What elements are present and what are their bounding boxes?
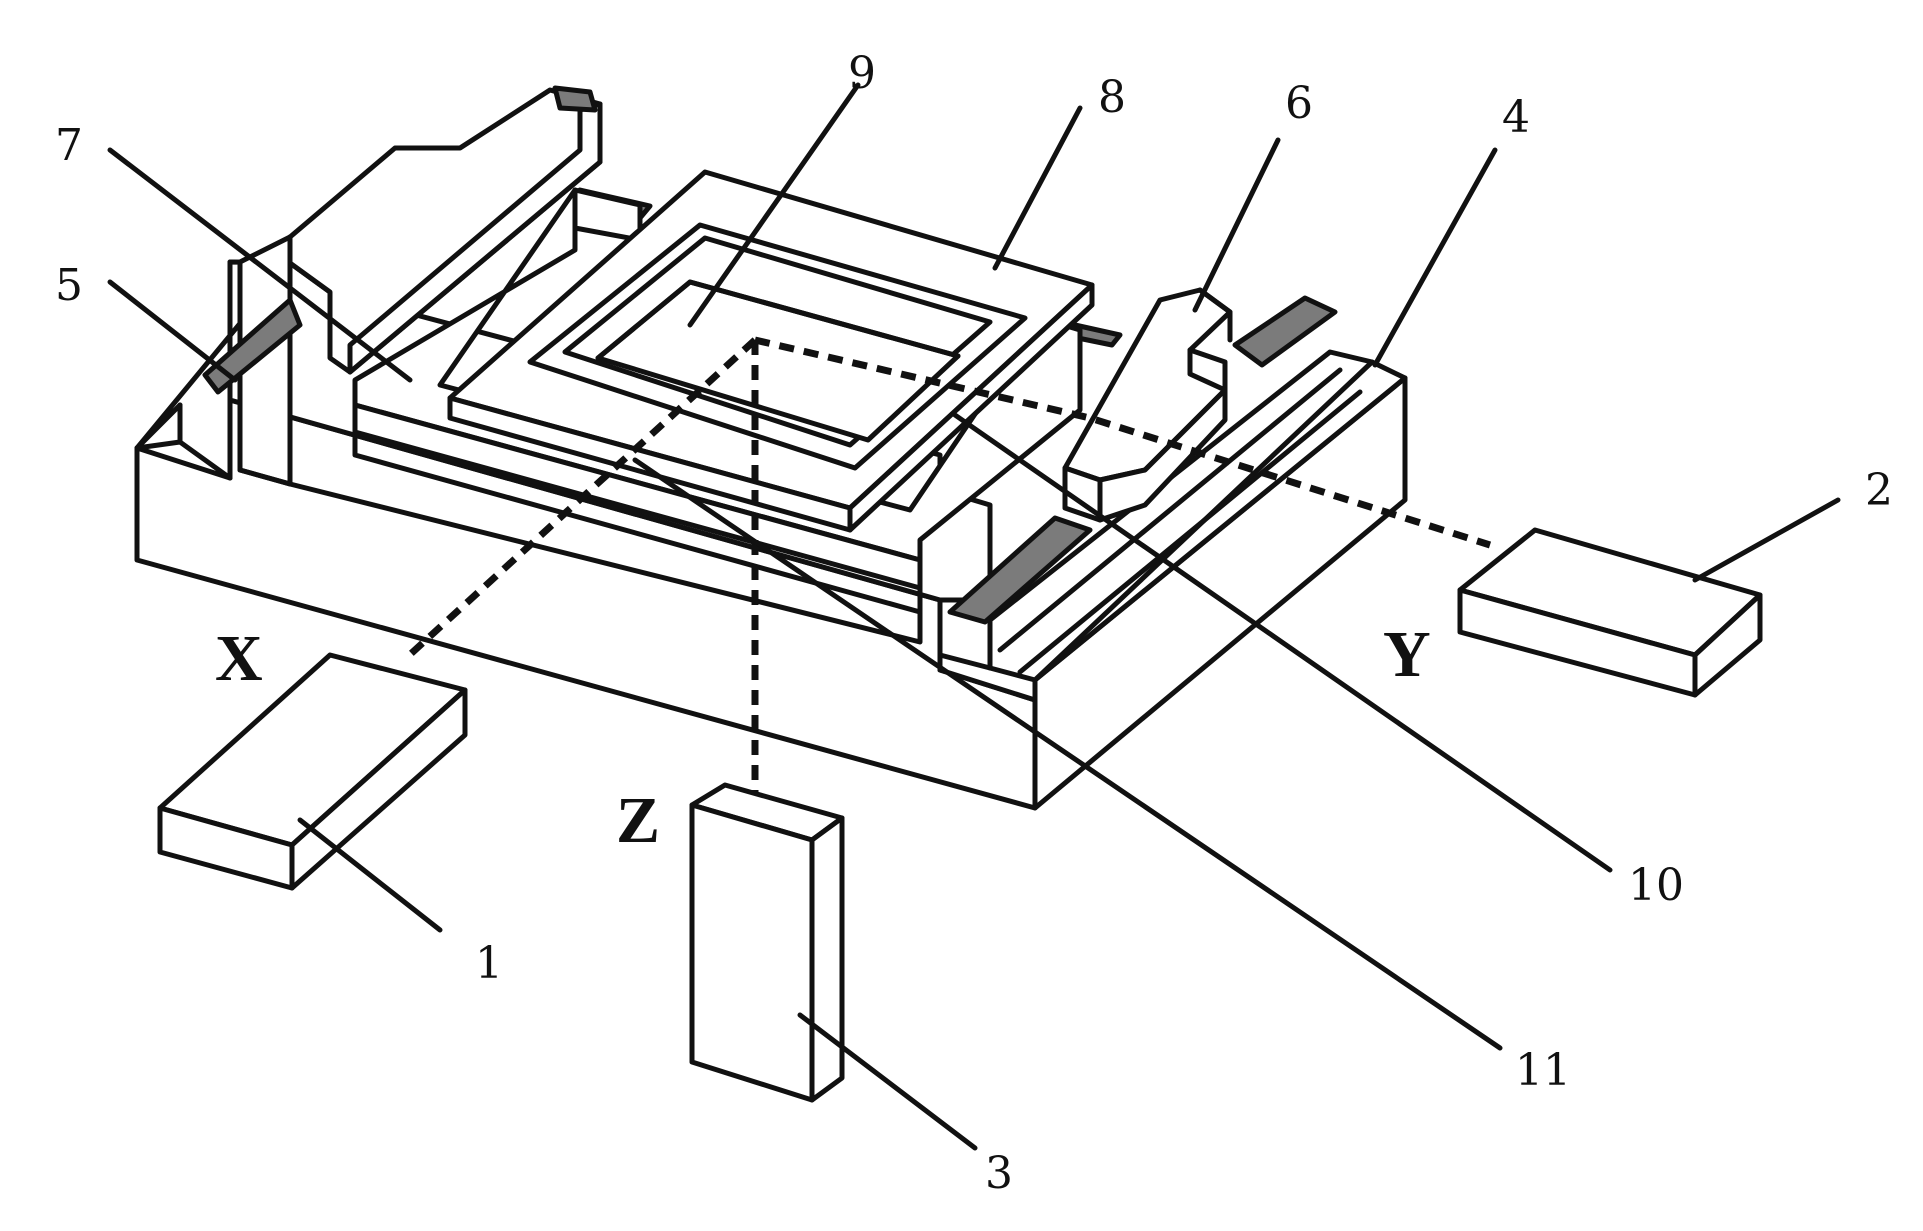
leader-8	[992, 105, 1083, 271]
sensor-z	[689, 782, 845, 1103]
sample-window	[595, 279, 961, 443]
right-slider-side	[1097, 387, 1228, 523]
leader-2	[1692, 497, 1841, 583]
part-label-7: 7	[55, 120, 83, 171]
part-label-10: 10	[1628, 860, 1684, 911]
right-channel-edge-2	[1017, 389, 1363, 675]
leader-5	[107, 279, 238, 383]
right-rail-strip-base	[987, 349, 1375, 683]
base-inner-ledge-top	[237, 467, 293, 487]
sensor-x-side	[289, 687, 468, 891]
part-label-9: 9	[848, 48, 876, 99]
left-back-rail	[552, 85, 598, 113]
right-slider-step-2	[1197, 287, 1233, 343]
part-label-5: 5	[55, 260, 83, 311]
sensor-z-front	[689, 802, 815, 1103]
middle-plate-back-wall	[572, 187, 643, 243]
left-front-rail	[202, 297, 303, 395]
part-number-labels: 1 2 3 4 5 6 7 8 9 10 11	[55, 48, 1893, 1199]
axis-label-y: Y	[1383, 618, 1431, 691]
base-left-step-edge	[134, 402, 183, 451]
sensor-y-side	[1692, 592, 1763, 698]
leader-6	[1192, 137, 1281, 313]
beam-x	[401, 337, 758, 663]
part-label-3: 3	[985, 1148, 1013, 1199]
axis-label-x: X	[215, 622, 263, 695]
leader-10	[952, 412, 1613, 873]
right-channel-edge-1	[997, 367, 1343, 653]
part-label-4: 4	[1502, 92, 1530, 143]
leader-9	[687, 82, 861, 328]
measurement-beams	[401, 336, 1492, 820]
part-label-2: 2	[1865, 465, 1893, 516]
sensor-y	[1457, 527, 1763, 698]
sensor-z-side	[809, 815, 845, 1103]
leader-7	[107, 147, 413, 383]
leader-1	[297, 817, 443, 933]
top-frame-right-side	[847, 282, 1095, 533]
axis-label-z: Z	[616, 784, 660, 857]
right-front-rail	[947, 515, 1093, 625]
leader-11	[632, 457, 1503, 1051]
leader-lines	[107, 82, 1841, 1151]
right-back-rail	[1232, 295, 1338, 368]
axis-labels: X Y Z	[215, 618, 1431, 857]
part-label-8: 8	[1098, 72, 1126, 123]
sample-window-inner-edge	[595, 279, 961, 361]
right-slider	[1062, 287, 1233, 523]
leader-3	[797, 1012, 978, 1151]
beam-y	[754, 336, 1492, 549]
middle-plate-front-line	[352, 429, 923, 615]
part-label-11: 11	[1515, 1045, 1571, 1096]
right-slider-step	[1187, 347, 1228, 393]
leader-4	[1372, 147, 1498, 368]
sensor-x	[157, 652, 468, 891]
part-label-6: 6	[1285, 78, 1313, 129]
part-label-1: 1	[475, 938, 503, 989]
